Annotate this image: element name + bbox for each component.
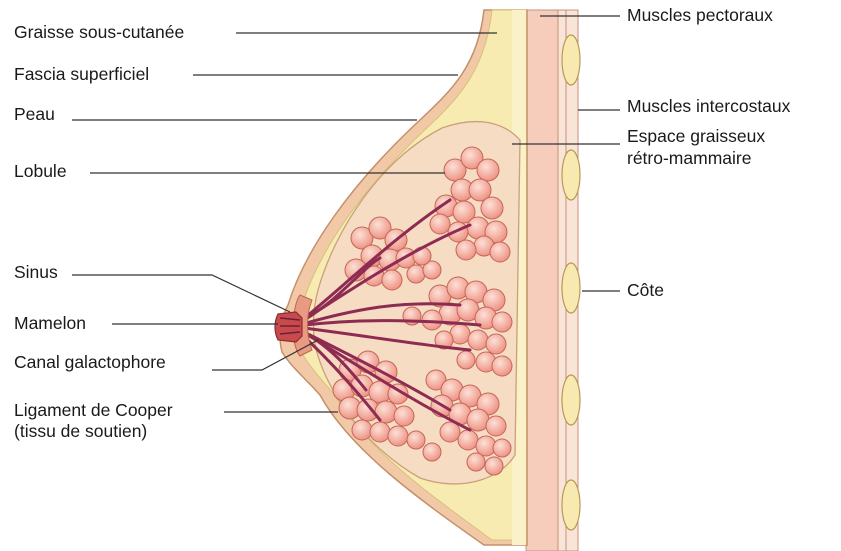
label-graisse-sous-cutanee: Graisse sous-cutanée (14, 22, 184, 42)
label-mamelon: Mamelon (14, 313, 86, 333)
label-cote: Côte (627, 280, 664, 300)
label-espace-graisseux: Espace graisseux (627, 126, 765, 146)
label-peau: Peau (14, 104, 55, 124)
rib (562, 480, 580, 530)
label-ligament-de-cooper: Ligament de Cooper (14, 400, 173, 420)
label-canal-galactophore: Canal galactophore (14, 352, 166, 372)
label-lobule: Lobule (14, 161, 67, 181)
nipple (275, 312, 302, 342)
rib (562, 150, 580, 200)
label-sinus: Sinus (14, 262, 58, 282)
label-muscles-pectoraux: Muscles pectoraux (627, 5, 773, 25)
label-fascia-superficiel: Fascia superficiel (14, 64, 149, 84)
rib (562, 35, 580, 85)
label-retro-mammaire: rétro-mammaire (627, 148, 751, 168)
pectoral-muscle-layer (526, 10, 558, 551)
rib (562, 375, 580, 425)
label-tissu-de-soutien: (tissu de soutien) (14, 421, 147, 441)
rib (562, 263, 580, 313)
label-muscles-intercostaux: Muscles intercostaux (627, 96, 790, 116)
